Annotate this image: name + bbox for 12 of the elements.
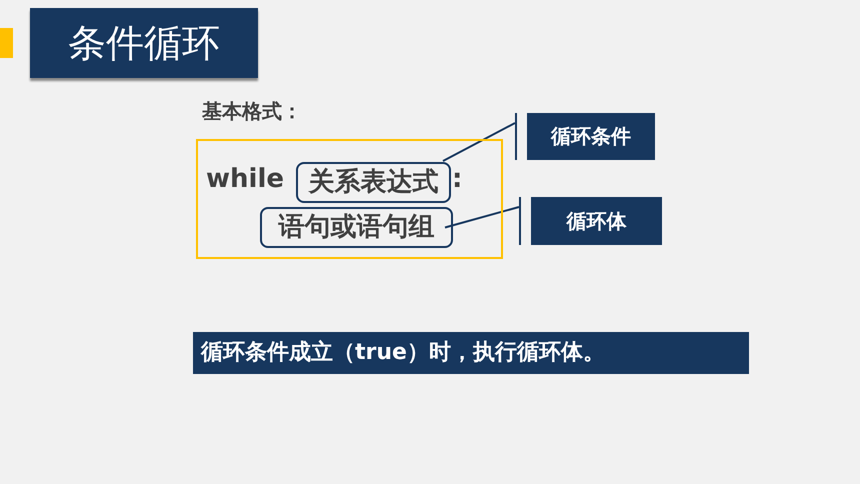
statement-box: 语句或语句组 <box>260 207 453 248</box>
expression-box: 关系表达式 <box>296 162 451 203</box>
leader-line <box>444 206 520 228</box>
colon-text: : <box>452 164 462 194</box>
callout-tag: 循环体 <box>519 197 662 245</box>
code-frame <box>196 139 503 259</box>
keyword-text: while <box>206 164 284 194</box>
title-banner: 条件循环 <box>30 8 258 78</box>
leader-line <box>442 122 516 162</box>
summary-band: 循环条件成立（true）时，执行循环体。 <box>193 332 749 374</box>
callout-tag: 循环条件 <box>515 113 655 160</box>
heading-text: 基本格式： <box>202 98 302 125</box>
